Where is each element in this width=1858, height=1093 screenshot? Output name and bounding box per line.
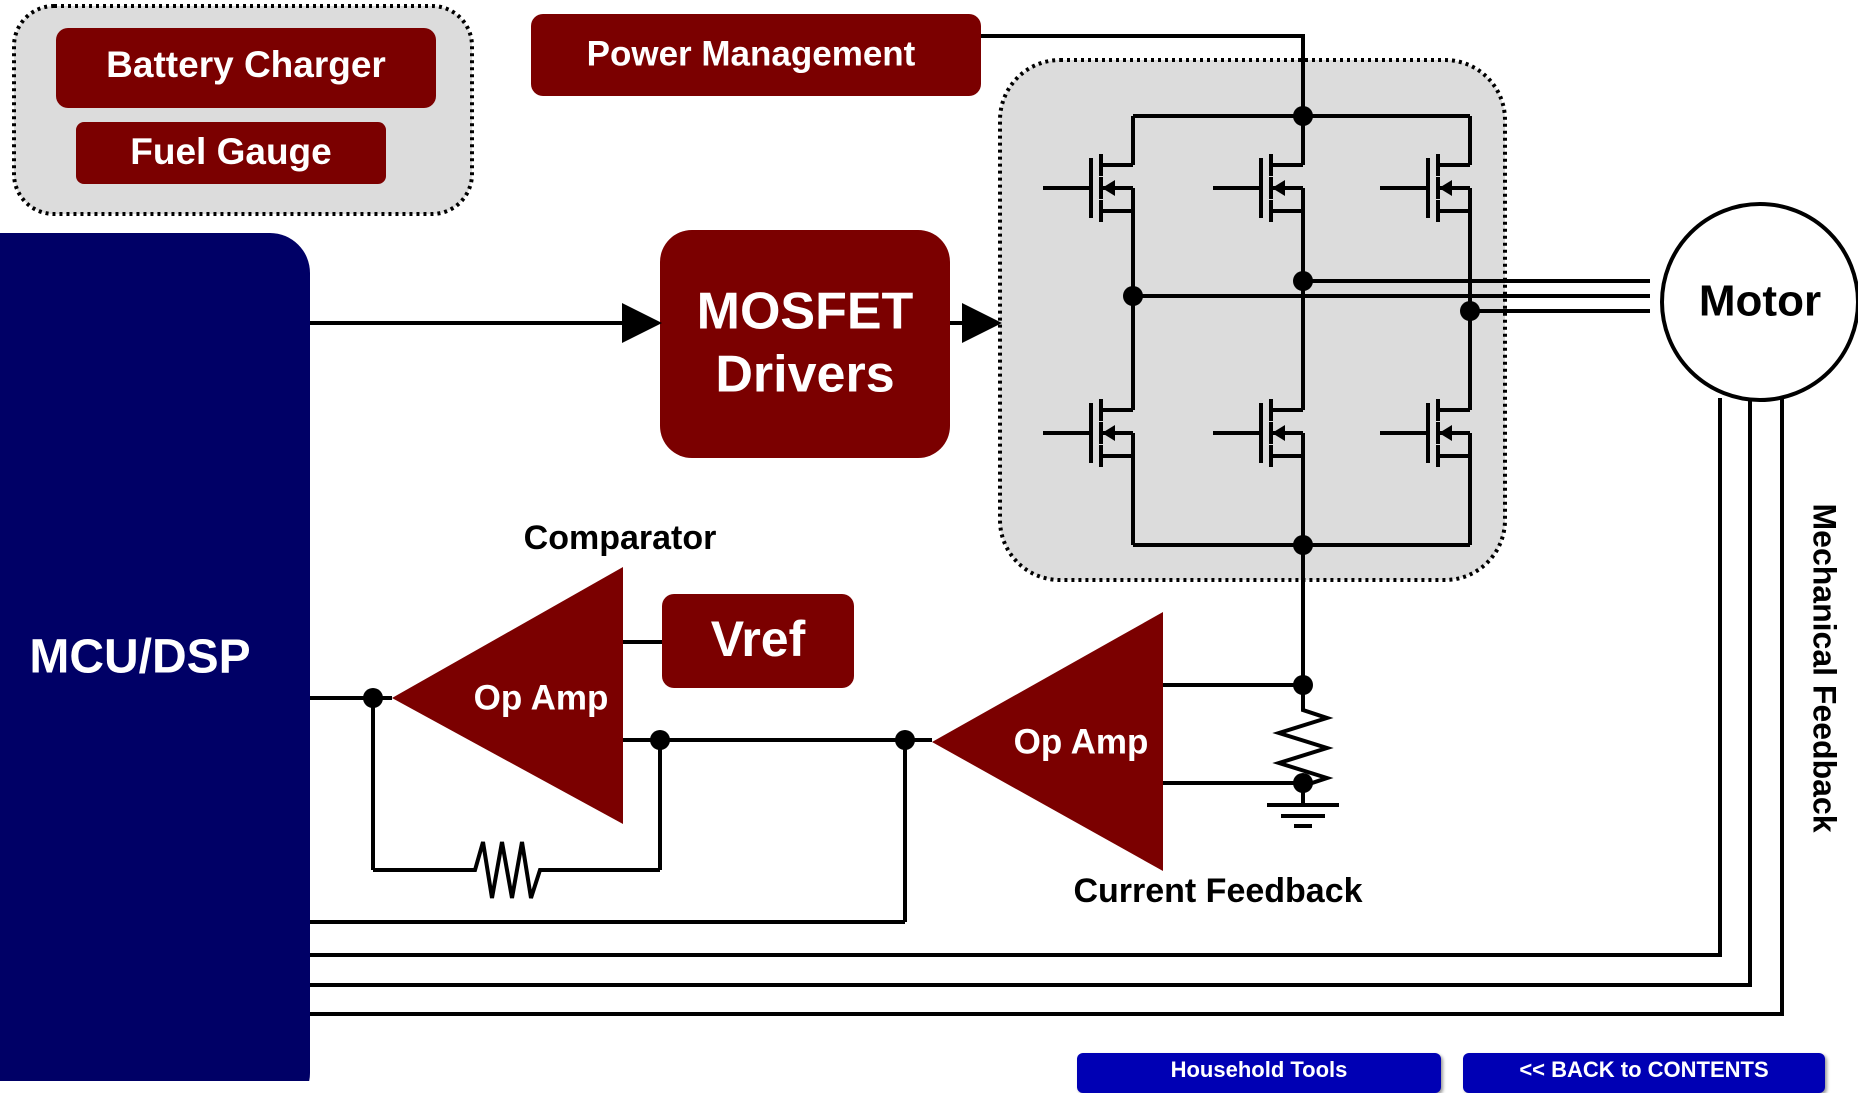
comparator-op-amp-label: Op Amp	[474, 678, 609, 717]
mosfet-drivers-block	[660, 230, 950, 458]
motor-label: Motor	[1699, 277, 1821, 326]
current-op-amp-triangle	[932, 612, 1163, 871]
power-management-label: Power Management	[587, 34, 916, 73]
fuel-gauge-block	[76, 122, 386, 184]
comparator-label: Comparator	[524, 519, 717, 557]
mechanical-feedback-label: Mechanical Feedback	[1807, 503, 1843, 832]
mcu-dsp-block	[0, 233, 310, 1081]
mechanical-feedback-wiring	[310, 396, 1784, 1016]
battery-charger-label: Battery Charger	[106, 44, 386, 85]
mosfet-drivers-label-line2: Drivers	[715, 346, 894, 404]
battery-charger-block	[56, 28, 436, 108]
comparator-wiring	[310, 640, 932, 924]
back-to-contents-button[interactable]: << BACK to CONTENTS	[1463, 1053, 1825, 1093]
mosfet-drivers-label-line1: MOSFET	[697, 283, 914, 341]
bridge-junction-dots	[1123, 106, 1480, 555]
power-management-block	[531, 14, 981, 96]
shunt-wiring	[1163, 683, 1339, 828]
vref-label: Vref	[711, 611, 806, 667]
comparator-op-amp-triangle	[392, 567, 623, 824]
comparator-junction-dots	[363, 688, 915, 750]
vref-block	[662, 594, 854, 688]
household-tools-button[interactable]: Household Tools	[1077, 1053, 1441, 1093]
mosfet-bridge-frame	[998, 58, 1507, 582]
current-feedback-label: Current Feedback	[1073, 872, 1362, 910]
fuel-gauge-label: Fuel Gauge	[130, 131, 331, 172]
mcu-dsp-label: MCU/DSP	[29, 631, 250, 684]
motor-circle	[1660, 202, 1858, 402]
shunt-junction-dots	[1293, 675, 1313, 793]
current-op-amp-label: Op Amp	[1014, 722, 1149, 761]
